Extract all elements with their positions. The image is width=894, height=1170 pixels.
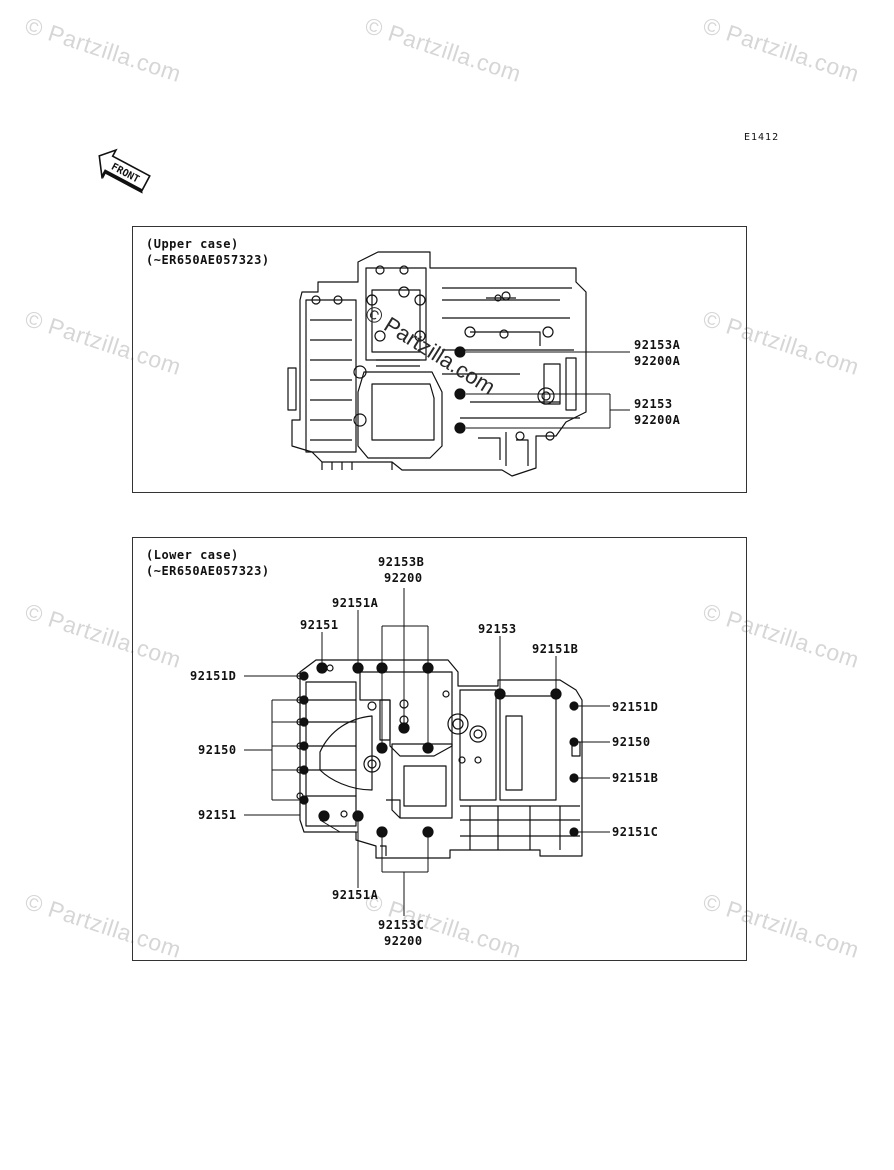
upper-caption-line2: (~ER650AE057323): [146, 253, 270, 267]
lower-label-92151A-bottom: 92151A: [332, 888, 379, 902]
lower-label-92151-top: 92151: [300, 618, 339, 632]
upper-caption-line1: (Upper case): [146, 237, 239, 251]
lower-callout-bolts: [299, 662, 579, 838]
front-arrow-icon: FRONT: [92, 142, 154, 208]
figure-code: E1412: [744, 132, 780, 143]
upper-callout-bolts: [454, 346, 466, 434]
upper-label-92153: 92153: [634, 397, 673, 411]
upper-case-panel: [132, 226, 747, 493]
lower-label-92150-right: 92150: [612, 735, 651, 749]
lower-label-92151B-right: 92151B: [612, 771, 659, 785]
lower-case-panel: [132, 537, 747, 961]
upper-label-92153A: 92153A: [634, 338, 681, 352]
lower-label-92150-left: 92150: [198, 743, 237, 757]
lower-caption-line2: (~ER650AE057323): [146, 564, 270, 578]
upper-case-caption: (Upper case) (~ER650AE057323): [146, 236, 270, 268]
upper-case-outline: [291, 251, 587, 477]
lower-case-caption: (Lower case) (~ER650AE057323): [146, 547, 270, 579]
lower-caption-line1: (Lower case): [146, 548, 239, 562]
lower-callout-lines: [244, 588, 610, 916]
lower-label-92151C: 92151C: [612, 825, 659, 839]
lower-label-92153: 92153: [478, 622, 517, 636]
lower-label-92153B: 92153B: [378, 555, 425, 569]
lower-label-92151-bottom: 92151: [198, 808, 237, 822]
lower-label-92200-top: 92200: [384, 571, 423, 585]
lower-label-92200-bottom: 92200: [384, 934, 423, 948]
upper-label-92200A-top: 92200A: [634, 354, 681, 368]
lower-label-92151A-top: 92151A: [332, 596, 379, 610]
lower-label-92151D-right: 92151D: [612, 700, 659, 714]
upper-bolts: [311, 265, 555, 441]
upper-label-92200A-bottom: 92200A: [634, 413, 681, 427]
lower-label-92151B-top: 92151B: [532, 642, 579, 656]
lower-label-92153C: 92153C: [378, 918, 425, 932]
lower-bolts: [296, 664, 578, 836]
upper-callout-lines: [466, 351, 630, 429]
lower-case-outline: [299, 659, 583, 859]
lower-label-92151D-left: 92151D: [190, 669, 237, 683]
